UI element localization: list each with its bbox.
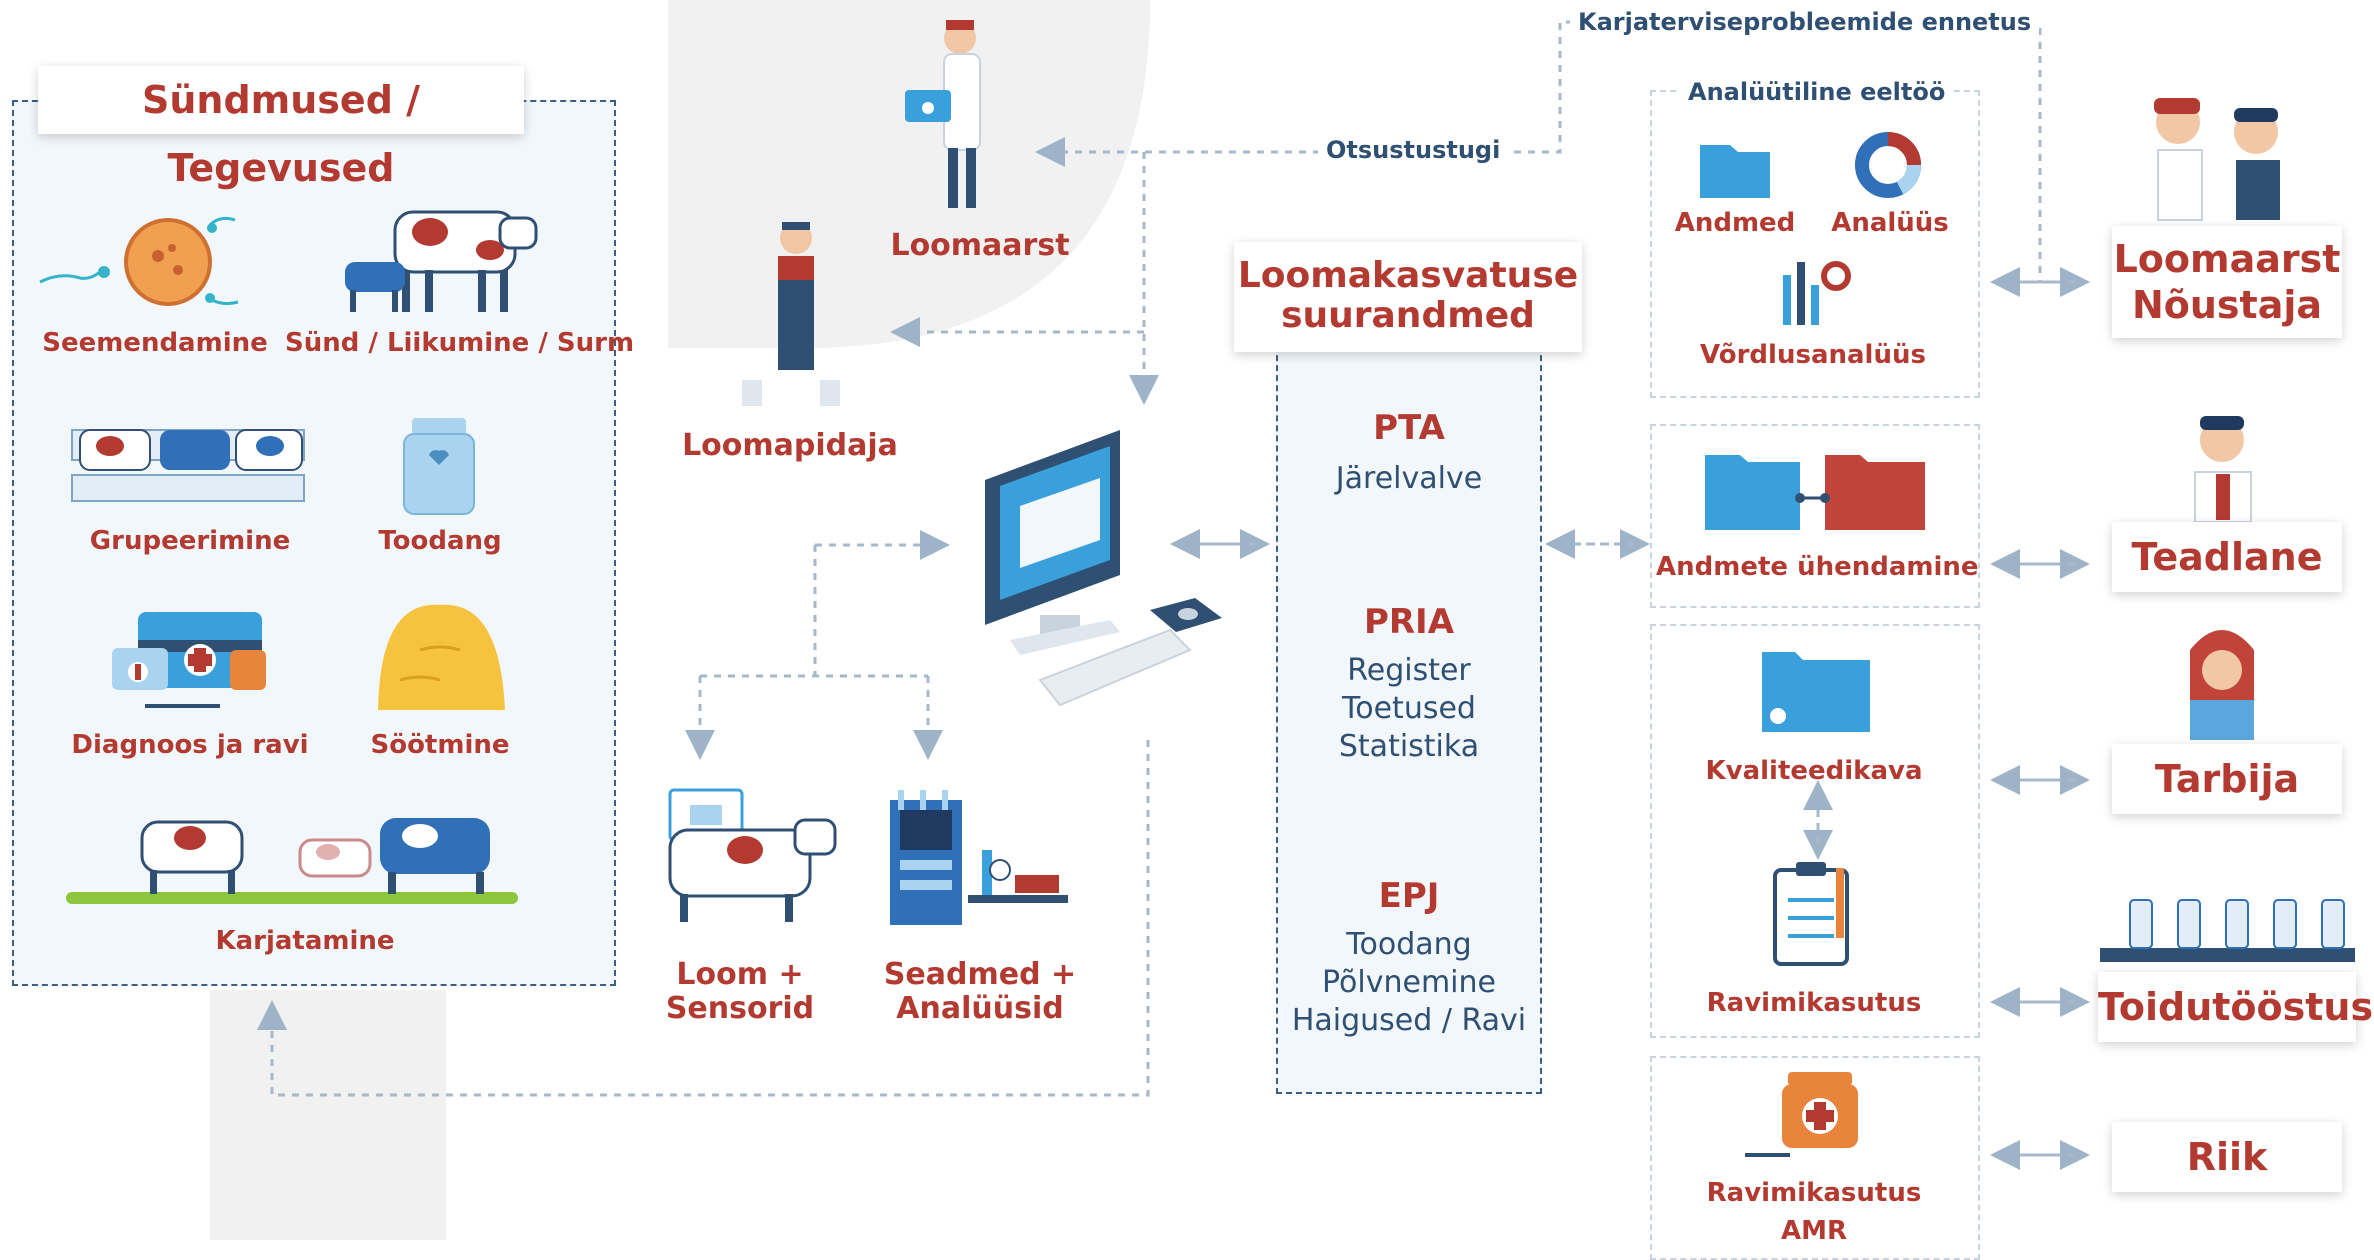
vet-label: Loomaarst: [890, 228, 1070, 263]
farmer-icon: [742, 222, 840, 406]
animal-sensors-label: Loom + Sensorid: [665, 957, 815, 1026]
pta-head: PTA: [1373, 408, 1445, 448]
grazing-cows-icon: [66, 818, 518, 904]
donut-chart-icon: [1855, 132, 1921, 198]
epj-text: Toodang Põlvnemine Haigused / Ravi: [1291, 927, 1527, 1038]
events-title: Sündmused / Tegevused: [38, 66, 524, 190]
label-diagnoos: Diagnoos ja ravi: [71, 730, 309, 760]
vet-icon: [905, 20, 981, 208]
pria-head: PRIA: [1363, 602, 1455, 642]
folder-add-icon: [1762, 652, 1870, 732]
stakeholder-consumer: Tarbija: [2112, 744, 2342, 814]
medical-kit-icon: [112, 612, 266, 708]
andmed-label: Andmed: [1674, 208, 1796, 238]
vordlus-label: Võrdlusanalüüs: [1700, 340, 1926, 370]
devices-label: Seadmed + Analüüsid: [883, 957, 1077, 1026]
pria-text: Register Toetused Statistika: [1338, 653, 1480, 764]
haystack-icon: [378, 604, 505, 710]
label-seemendamine: Seemendamine: [42, 328, 268, 358]
drug-use-label: Ravimikasutus: [1706, 988, 1922, 1018]
pill-bottle-icon: [1745, 1072, 1858, 1157]
label-toodang: Toodang: [378, 526, 502, 556]
cow-calf-icon: [345, 210, 538, 312]
farmer-label: Loomapidaja: [682, 428, 898, 463]
clipboard-icon: [1773, 862, 1849, 966]
decision-support-label: Otsustustugi: [1318, 134, 1509, 166]
label-grupeerimine: Grupeerimine: [89, 526, 291, 556]
scientist-icon: [2194, 416, 2252, 523]
linking-label: Andmete ühendamine: [1656, 552, 1979, 582]
big-data-title: Loomakasvatuse suurandmed: [1234, 242, 1582, 352]
quality-label: Kvaliteedikava: [1705, 756, 1923, 786]
big-data-panel: [1276, 335, 1542, 1094]
stakeholder-scientist: Teadlane: [2112, 522, 2342, 592]
analytics-title: Analüütiline eeltöö: [1680, 76, 1954, 108]
consumer-icon: [2190, 630, 2254, 740]
pta-text: Järelvalve: [1335, 461, 1483, 496]
amr-label: Ravimikasutus AMR: [1706, 1178, 1922, 1246]
linked-folders-icon: [1705, 455, 1925, 530]
linking-panel: [1650, 424, 1980, 608]
folder-icon: [1700, 145, 1770, 198]
bar-chart-icon: [1783, 261, 1851, 325]
label-sootmine: Söötmine: [370, 730, 510, 760]
milk-can-icon: [403, 418, 475, 515]
cow-sensor-icon: [668, 788, 837, 922]
label-synd: Sünd / Liikumine / Surm: [285, 328, 635, 358]
quality-panel: [1650, 624, 1980, 1038]
epj-head: EPJ: [1378, 876, 1440, 916]
herd-health-label: Karjaterviseprobleemide ennetus: [1570, 6, 2040, 38]
advisors-icon: [2154, 98, 2280, 221]
analyys-label: Analüüs: [1831, 208, 1949, 238]
lab-devices-icon: [890, 790, 1068, 925]
milk-bottles-icon: [2100, 899, 2355, 962]
label-karjatamine: Karjatamine: [215, 926, 395, 956]
cows-in-pen-icon: [71, 429, 305, 502]
stakeholder-food-industry: Toidutööstus: [2098, 972, 2373, 1042]
stakeholder-state: Riik: [2112, 1122, 2342, 1192]
stakeholder-advisor: Loomaarst Nõustaja: [2112, 226, 2342, 338]
sperm-cell-icon: [39, 216, 239, 306]
